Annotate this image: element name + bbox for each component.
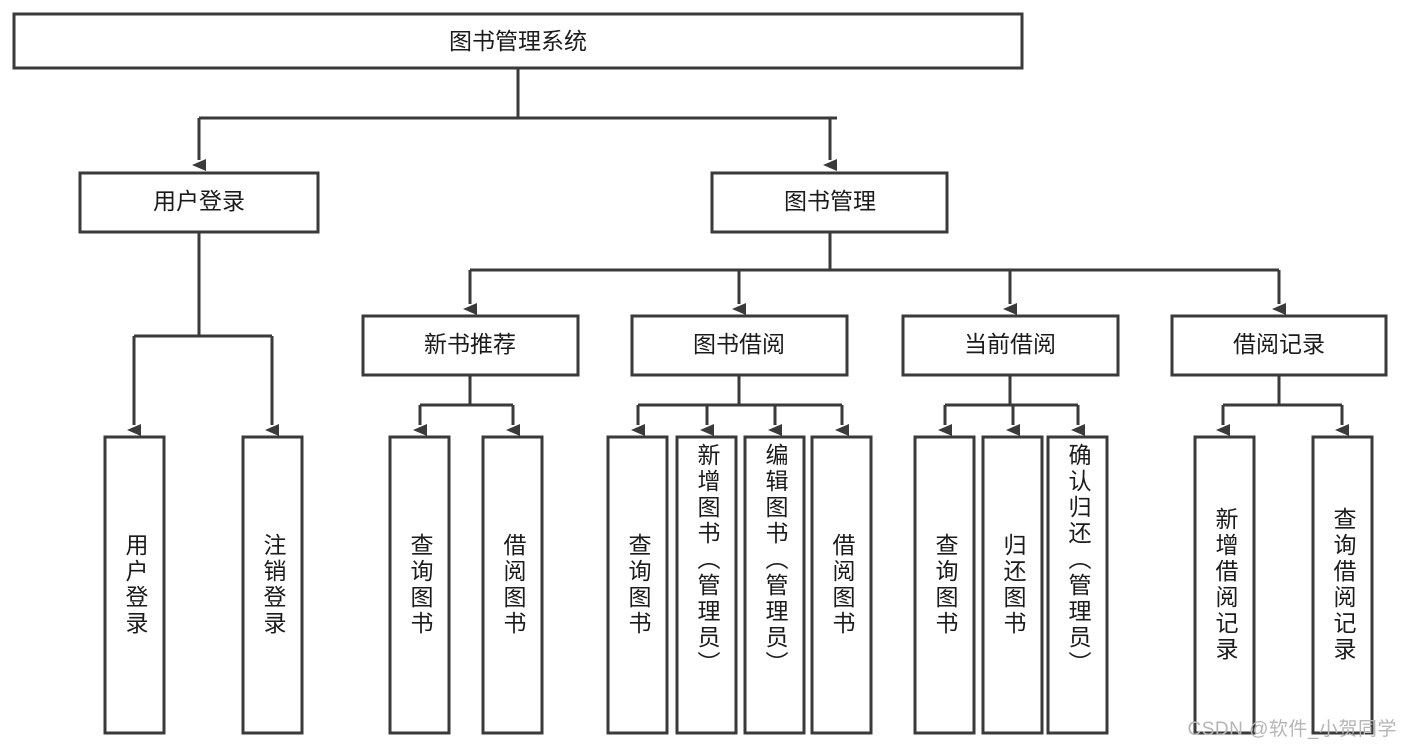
connector-borrow-record-to-leaves [1216,375,1349,436]
node-leaf-query-book-3[interactable]: 查询图书 [913,435,976,735]
node-leaf-edit-book-label: 编辑图书（管理员） [762,443,788,677]
node-book-borrow-box[interactable] [630,314,849,377]
node-leaf-borrow-book-2[interactable]: 借阅图书 [810,435,873,735]
node-book-management[interactable]: 图书管理 [710,171,949,234]
node-leaf-borrow-book-1-box[interactable] [481,435,544,735]
node-leaf-add-book-box[interactable] [675,435,738,735]
node-leaf-add-book-label: 新增图书（管理员） [694,443,720,677]
node-leaf-add-record-label: 新增借阅记录 [1212,507,1238,663]
connector-root-to-level1 [192,68,837,171]
node-leaf-query-book-2[interactable]: 查询图书 [606,435,669,735]
node-leaf-confirm-return-box[interactable] [1046,435,1109,735]
node-leaf-query-record[interactable]: 查询借阅记录 [1311,435,1374,735]
node-book-borrow-label: 图书借阅 [693,331,785,357]
node-leaf-borrow-book-2-label: 借阅图书 [829,533,855,637]
node-leaf-confirm-return[interactable]: 确认归还（管理员） [1046,435,1109,735]
csdn-watermark: CSDN @软件_小贺同学 [1187,719,1397,740]
node-leaf-add-book[interactable]: 新增图书（管理员） [675,435,738,735]
node-leaf-confirm-return-label: 确认归还（管理员） [1065,443,1091,677]
connector-new-book-recommend-to-leaves [413,375,520,436]
node-leaf-query-record-label: 查询借阅记录 [1330,507,1356,663]
node-leaf-borrow-book-2-box[interactable] [810,435,873,735]
node-book-management-label: 图书管理 [784,188,876,214]
connector-book-borrow-to-leaves [631,375,849,436]
node-leaf-logout-box[interactable] [241,435,304,735]
node-new-book-recommend-box[interactable] [361,314,580,377]
node-leaf-query-book-2-box[interactable] [606,435,669,735]
node-root[interactable]: 图书管理系统 [12,12,1024,70]
node-current-borrow[interactable]: 当前借阅 [901,314,1120,377]
node-leaf-borrow-book-1[interactable]: 借阅图书 [481,435,544,735]
node-leaf-user-login-box[interactable] [103,435,166,735]
node-leaf-return-book-box[interactable] [981,435,1044,735]
node-leaf-return-book-label: 归还图书 [1000,533,1026,637]
node-user-login-label: 用户登录 [153,188,245,214]
node-leaf-user-login-label: 用户登录 [122,533,148,637]
node-borrow-record[interactable]: 借阅记录 [1170,314,1388,377]
connector-current-borrow-to-leaves [938,375,1085,436]
node-book-management-box[interactable] [710,171,949,234]
node-new-book-recommend[interactable]: 新书推荐 [361,314,580,377]
node-user-login-box[interactable] [78,171,320,234]
node-leaf-borrow-book-1-label: 借阅图书 [500,533,526,637]
node-leaf-query-book-1-box[interactable] [388,435,451,735]
node-book-borrow[interactable]: 图书借阅 [630,314,849,377]
node-leaf-add-record-box[interactable] [1193,435,1256,735]
node-leaf-query-book-3-box[interactable] [913,435,976,735]
node-root-label: 图书管理系统 [449,28,587,54]
node-current-borrow-box[interactable] [901,314,1120,377]
node-leaf-query-book-1-label: 查询图书 [407,533,433,637]
connector-book-management-to-level2 [463,232,1286,315]
node-leaf-edit-book[interactable]: 编辑图书（管理员） [743,435,806,735]
node-leaf-query-book-3-label: 查询图书 [932,533,958,637]
node-leaf-user-login[interactable]: 用户登录 [103,435,166,735]
node-new-book-recommend-label: 新书推荐 [424,331,516,357]
node-leaf-add-record[interactable]: 新增借阅记录 [1193,435,1256,735]
connector-user-login-to-leaves [127,232,279,436]
node-leaf-query-record-box[interactable] [1311,435,1374,735]
node-leaf-edit-book-box[interactable] [743,435,806,735]
node-borrow-record-box[interactable] [1170,314,1388,377]
node-leaf-query-book-2-label: 查询图书 [625,533,651,637]
node-root-box[interactable] [12,12,1024,70]
node-leaf-query-book-1[interactable]: 查询图书 [388,435,451,735]
node-current-borrow-label: 当前借阅 [964,331,1056,357]
node-leaf-logout-label: 注销登录 [260,533,286,637]
node-user-login[interactable]: 用户登录 [78,171,320,234]
node-leaf-logout[interactable]: 注销登录 [241,435,304,735]
node-leaf-return-book[interactable]: 归还图书 [981,435,1044,735]
node-borrow-record-label: 借阅记录 [1233,331,1325,357]
